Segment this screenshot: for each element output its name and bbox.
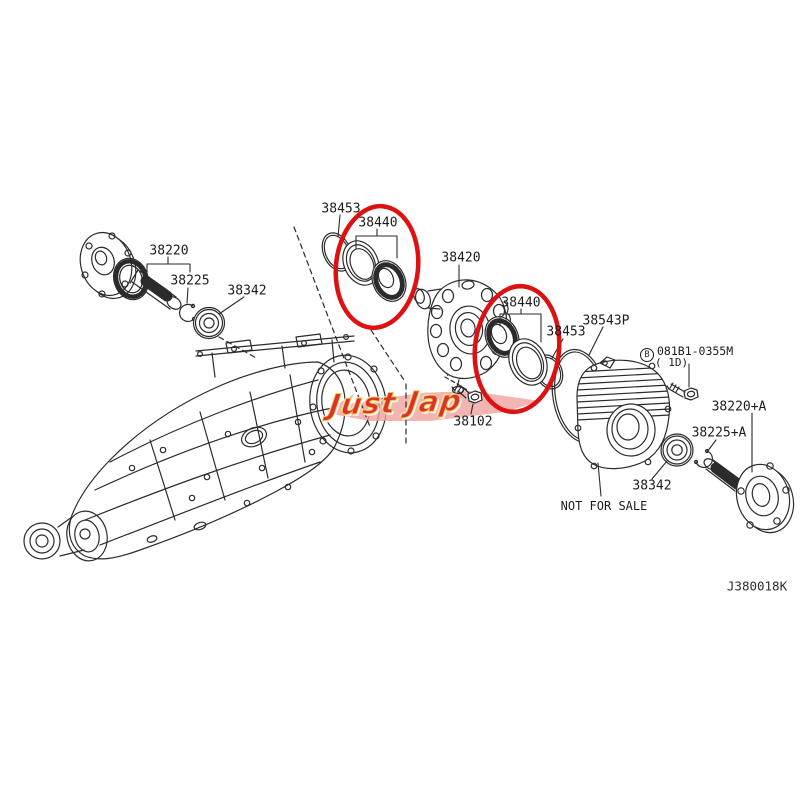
- part-label-38420: 38420: [441, 250, 481, 266]
- drawing-code: J380018K: [726, 578, 788, 594]
- front-flange-shaft-drawing: [79, 232, 226, 340]
- rear-flange-shaft-drawing: [703, 458, 795, 534]
- front-snap-ring-drawing: [178, 303, 197, 322]
- highlight-circles: [333, 203, 562, 415]
- output-shaft-bosses: [23, 510, 108, 562]
- rear-bearing-drawing: [660, 433, 694, 467]
- highlight-circle-2: [472, 283, 562, 415]
- part-label-38220: 38220: [149, 243, 189, 259]
- rear-cover-cluster-drawing: [534, 348, 795, 534]
- part-label-38342-right: 38342: [632, 478, 672, 494]
- front-bearing-drawing: [192, 306, 226, 340]
- part-label-bolt-b-qty: ( 1D): [655, 356, 689, 369]
- part-label-38453-1: 38453: [321, 201, 361, 217]
- part-label-38543P: 38543P: [582, 313, 630, 329]
- part-label-38453-2: 38453: [546, 324, 586, 340]
- part-label-38102: 38102: [453, 414, 493, 430]
- part-label-38342-left: 38342: [227, 283, 267, 299]
- bolt-b-code: 081B1-0355M: [657, 344, 734, 358]
- highlight-circle-1: [333, 203, 421, 331]
- part-label-38225A: 38225+A: [691, 425, 747, 441]
- side-bearing-set-2-drawing: [484, 316, 548, 386]
- bolt-b-drawing: [666, 382, 699, 401]
- part-label-38440-2: 38440: [501, 295, 541, 311]
- bolt-38102-drawing: [451, 384, 483, 404]
- part-label-38225: 38225: [170, 273, 210, 289]
- transmission-case-drawing: [23, 333, 388, 562]
- part-label-38440-1: 38440: [358, 215, 398, 231]
- not-for-sale-label: NOT FOR SALE: [560, 499, 648, 513]
- side-bearing-set-1-drawing: [321, 232, 407, 302]
- part-label-38220A: 38220+A: [711, 399, 767, 415]
- circled-b-symbol: B: [640, 348, 654, 362]
